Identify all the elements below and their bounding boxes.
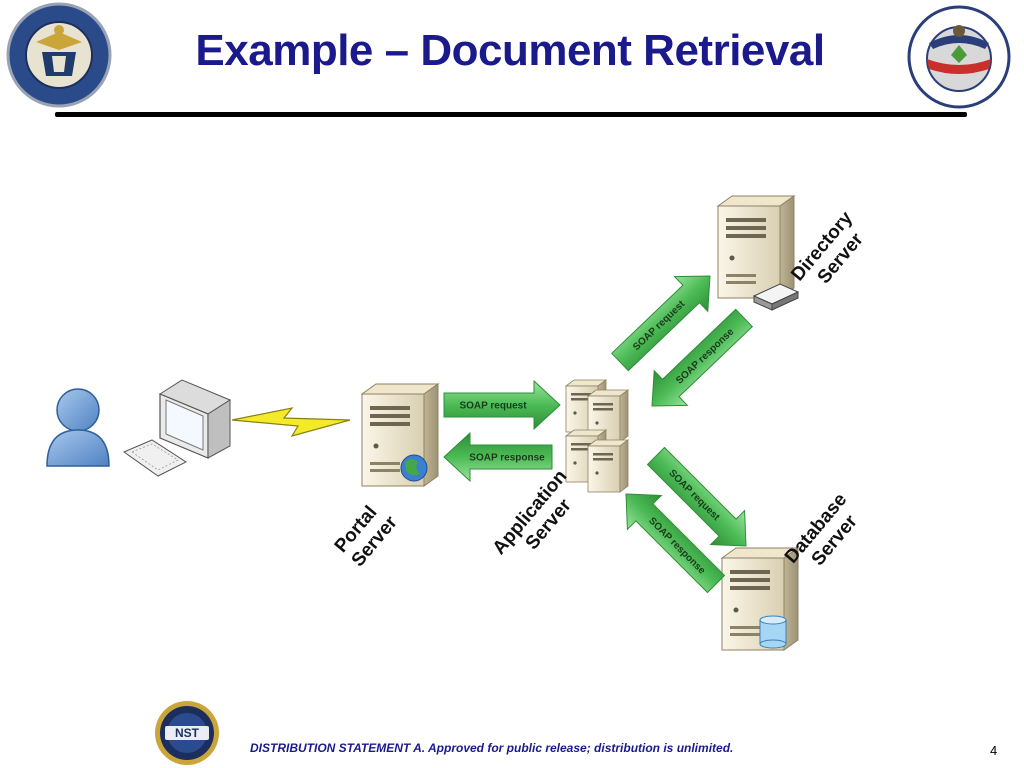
application-server-icon [565, 379, 629, 493]
portal-to-application-request-label: SOAP request [459, 401, 527, 412]
database-cylinder-icon [759, 615, 787, 649]
database-to-application-response-label: SOAP response [646, 516, 707, 577]
application-to-portal-response-arrow: SOAP response [443, 431, 553, 483]
distribution-statement: DISTRIBUTION STATEMENT A. Approved for p… [250, 741, 734, 755]
title-divider [55, 112, 967, 117]
globe-icon [400, 454, 428, 482]
svg-text:Directory Server: Directory Server [787, 204, 877, 300]
portal-to-application-request-arrow: SOAP request [443, 379, 561, 431]
svg-text:Portal Server: Portal Server [331, 498, 402, 571]
application-to-database-request-label: SOAP request [666, 468, 722, 524]
application-to-portal-response-label: SOAP response [469, 453, 545, 464]
test-evaluation-seal-logo [907, 5, 1011, 109]
application-to-directory-request-label: SOAP request [631, 298, 688, 353]
nst-logo: NST [155, 701, 219, 765]
directory-server-icon [717, 195, 795, 299]
nst-logo-text: NST [175, 726, 200, 740]
directory-to-application-response-label: SOAP response [674, 326, 736, 386]
trmc-seal-logo [6, 2, 112, 108]
slide-title: Example – Document Retrieval [195, 26, 825, 75]
application-to-database-request-arrow: SOAP request [646, 446, 747, 547]
directory-rack-icon [752, 283, 800, 311]
user-icon [46, 388, 110, 467]
workstation-icon [122, 379, 232, 477]
page-number: 4 [990, 743, 998, 758]
database-to-application-response-arrow: SOAP response [625, 493, 726, 594]
lightning-bolt-icon [231, 407, 351, 437]
